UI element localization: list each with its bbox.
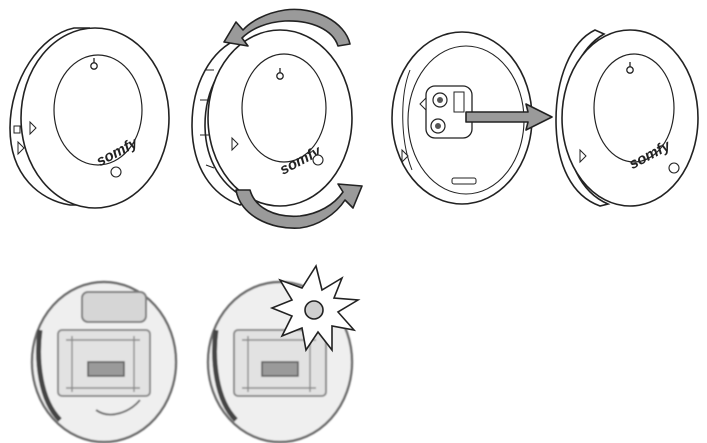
base-tab <box>452 178 476 184</box>
panel-led-flash <box>208 266 358 442</box>
photo-top-module <box>82 292 146 322</box>
panel-twist-to-open: somfy <box>192 30 352 206</box>
io-badge-2 <box>313 155 323 165</box>
battery-slot-icon <box>420 86 472 138</box>
led-light <box>305 301 323 319</box>
io-badge-3 <box>669 163 679 173</box>
panel-inner-view <box>32 282 176 442</box>
photo-slot <box>262 362 298 376</box>
panel-closed-sensor: somfy <box>10 28 169 208</box>
io-badge-1 <box>111 167 121 177</box>
side-notch <box>14 126 20 133</box>
photo-slot <box>88 362 124 376</box>
